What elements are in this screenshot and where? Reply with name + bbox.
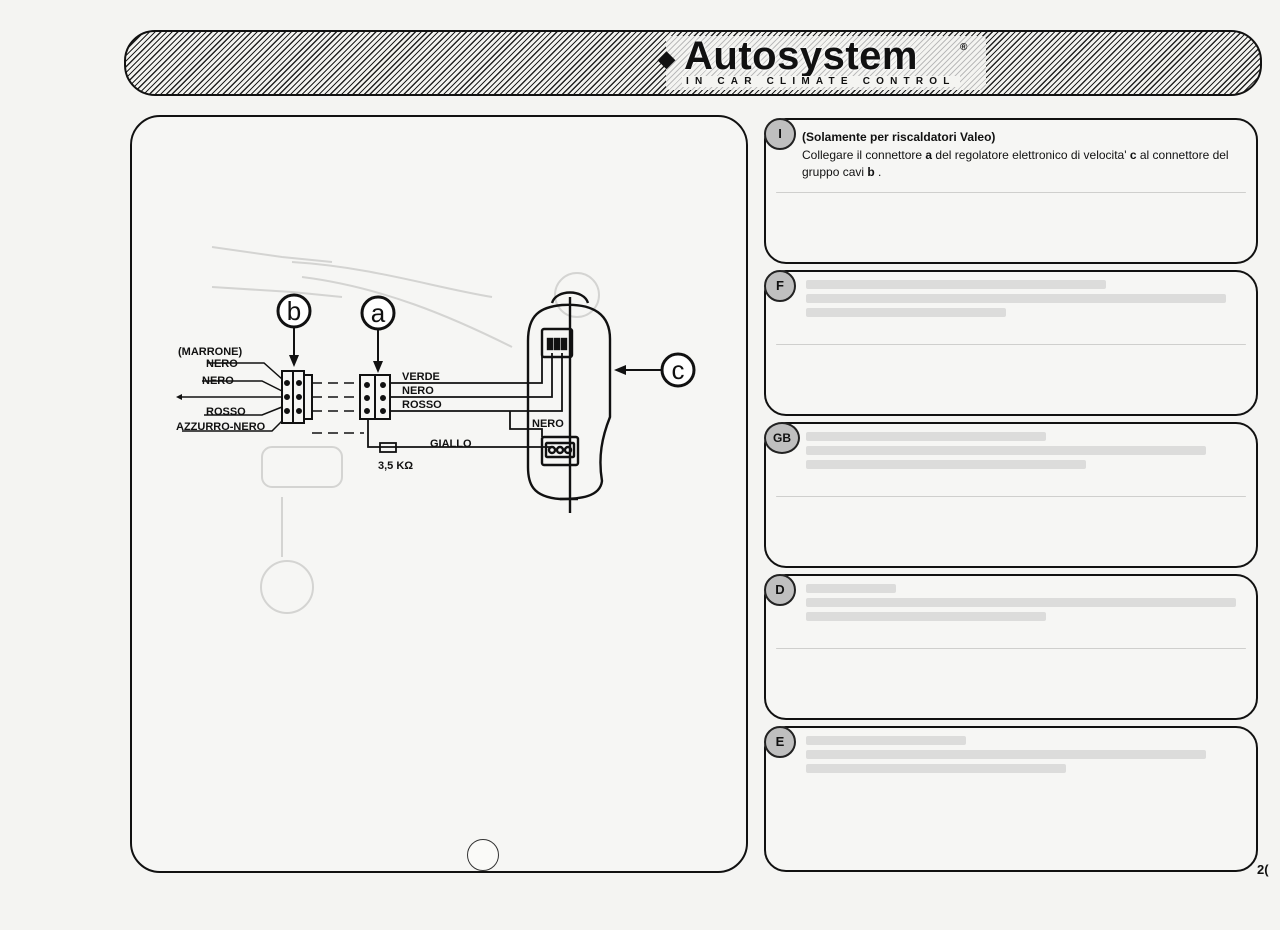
label-verde: VERDE — [402, 371, 440, 383]
label-azzurro-nero: AZZURRO-NERO — [176, 421, 266, 433]
resistor: 3,5 KΩ — [378, 442, 413, 472]
ghost-text-line — [806, 280, 1106, 289]
ref-a: a — [925, 148, 933, 162]
header-banner: ◆ Autosystem ® IN CAR CLIMATE CONTROL — [124, 30, 1262, 96]
lang-panel-it: I (Solamente per riscaldatori Valeo) Col… — [764, 118, 1258, 264]
callout-a: a — [360, 295, 396, 373]
panel-inner-line — [776, 496, 1246, 497]
connector-b — [281, 370, 313, 424]
text-segment: Collegare il connettore — [802, 148, 926, 162]
label-resistor-value: 3,5 KΩ — [378, 460, 413, 472]
lang-badge-de: D — [764, 574, 796, 606]
label-rosso-left: ROSSO — [206, 406, 246, 418]
lang-panel-gb: GB — [764, 422, 1258, 568]
ref-c: c — [1129, 148, 1137, 162]
panel-inner-line — [776, 192, 1246, 193]
lang-panel-es: E — [764, 726, 1258, 872]
label-nero-1: NERO — [206, 358, 238, 370]
text-segment: del regolatore elettronico di velocita' — [932, 148, 1130, 162]
connector-b-wires — [182, 362, 283, 432]
label-nero-connector: NERO — [532, 418, 564, 430]
brand-diamond-icon: ◆ — [658, 46, 675, 71]
ghost-text-line — [806, 460, 1086, 469]
lang-badge-gb: GB — [764, 422, 800, 454]
ghost-text-line — [806, 750, 1206, 759]
lang-badge-fr: F — [764, 270, 796, 302]
page-number: 2( — [1257, 862, 1269, 877]
ghost-text-line — [806, 612, 1046, 621]
lang-title-it: (Solamente per riscaldatori Valeo) — [802, 130, 996, 144]
ghost-text-line — [806, 432, 1046, 441]
ghost-text-line — [806, 446, 1206, 455]
text-segment: al connettore del gruppo cavi — [802, 148, 1229, 179]
ghost-text-line — [806, 736, 966, 745]
ghost-text-line — [806, 308, 1006, 317]
ghost-background-drawing — [211, 246, 600, 614]
connector-a — [359, 374, 391, 420]
ref-b: b — [867, 165, 875, 179]
brand-name: Autosystem — [684, 34, 918, 78]
lang-panel-de: D — [764, 574, 1258, 720]
ghost-text-line — [806, 598, 1236, 607]
ghost-text-line — [806, 294, 1226, 303]
lang-badge-es: E — [764, 726, 796, 758]
binder-hole-left — [467, 839, 499, 871]
callout-c: c — [614, 352, 696, 388]
lang-text-it: Collegare il connettore a del regolatore… — [802, 147, 1242, 181]
text-segment: . — [874, 165, 882, 179]
speed-controller — [526, 291, 612, 513]
callout-c-label: c — [672, 355, 685, 385]
label-marrone: (MARRONE) — [178, 346, 242, 358]
lang-panel-fr: F — [764, 270, 1258, 416]
wiring-diagram: b a c — [176, 246, 696, 614]
wiring-diagram-panel: b a c — [130, 115, 748, 873]
registered-mark: ® — [960, 42, 968, 53]
ghost-text-line — [806, 764, 1066, 773]
label-nero-right: NERO — [402, 385, 434, 397]
lang-badge-it: I — [764, 118, 796, 150]
panel-inner-line — [776, 648, 1246, 649]
dashed-links — [312, 382, 364, 434]
label-rosso-right: ROSSO — [402, 399, 442, 411]
connector-a-wires — [367, 353, 563, 448]
brand-tagline: IN CAR CLIMATE CONTROL — [682, 76, 960, 87]
callout-a-label: a — [371, 298, 386, 328]
panel-inner-line — [776, 344, 1246, 345]
ghost-text-line — [806, 584, 896, 593]
label-nero-2: NERO — [202, 375, 234, 387]
callout-b: b — [276, 293, 312, 367]
label-giallo: GIALLO — [430, 438, 472, 450]
callout-b-label: b — [287, 296, 301, 326]
